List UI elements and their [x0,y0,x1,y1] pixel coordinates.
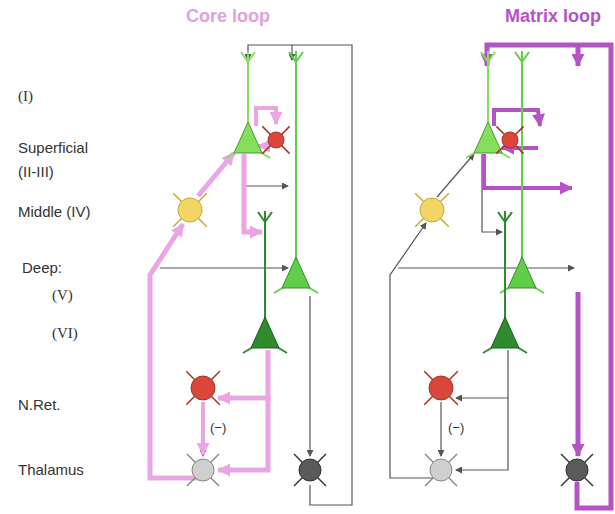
stellate-neuron [262,126,289,153]
dendrite-tuft [289,52,296,62]
dendrite-tuft [265,212,272,222]
core-pathway [256,108,276,126]
matrix-pathway [576,292,581,456]
structure-label: N.Ret. [18,393,61,417]
apical-dendrite [504,222,506,321]
thin-connection [390,223,441,478]
matrix-pathway [484,154,572,188]
pyramidal-neuron [243,211,287,353]
layer-label: Middle (IV) [18,200,91,224]
apical-dendrite [487,62,489,126]
layer-label: Deep: [22,256,62,280]
cell-body [192,459,214,481]
apical-dendrite [247,62,249,126]
thin-connection [309,296,310,456]
matrix-pathway [576,45,581,66]
stellate-neuron [424,371,458,405]
cell-body [191,376,215,400]
matrix-pathway [494,110,540,126]
dendrite-tuft [258,212,265,222]
dendrite-tuft [248,52,255,62]
stellate-neuron [294,454,326,486]
panel-title: Matrix loop [505,4,601,28]
cell-body [282,257,310,288]
cell-body [234,122,262,153]
dendrite-tuft [505,212,512,222]
dendrite-tuft [515,52,522,62]
dendrite-tuft [522,52,529,62]
inhibition-sign: (−) [448,416,464,440]
inhibition-sign: (−) [210,416,226,440]
cell-body [491,317,519,348]
layer-label: (VI) [52,321,78,345]
cell-body [420,198,444,222]
cell-body [429,376,453,400]
pyramidal-neuron [226,51,270,158]
thin-connection [244,185,288,186]
thin-connection [248,45,352,505]
pyramidal-neuron [274,51,318,293]
structure-label: Thalamus [18,458,84,482]
cell-body [299,459,321,481]
dendrite-tuft [498,212,505,222]
dendrite-tuft [264,211,266,222]
apical-dendrite [521,62,523,261]
thin-connection [437,154,474,197]
cell-body [502,132,518,148]
core-pathway [198,153,234,196]
thin-connection [398,267,574,268]
stellate-neuron [496,126,523,153]
thin-connection [456,350,508,398]
stellate-neuron [186,371,220,405]
dendrite-tuft [521,51,523,62]
stellate-neuron [187,454,219,486]
cell-body [430,459,452,481]
dendrite-tuft [481,52,488,62]
dendrite-tuft [241,52,248,62]
stellate-neuron [561,454,593,486]
core-pathway [201,402,205,455]
panel-title: Core loop [186,4,270,28]
dendrite-tuft [487,51,489,62]
cell-body [508,257,536,288]
matrix-pathway [487,45,611,508]
layer-label: (V) [52,283,73,307]
dendrite-tuft [296,52,303,62]
pyramidal-neuron [483,211,527,353]
dendrite-tuft [488,52,495,62]
layer-label: (I) [18,84,33,108]
layer-label: Superficial (II-III) [18,136,110,184]
core-pathway [150,224,203,478]
core-pathway [218,350,268,398]
thin-connection [440,402,441,456]
apical-dendrite [295,62,297,261]
dendrite-tuft [295,51,297,62]
dendrite-tuft [247,51,249,62]
cell-body [566,459,588,481]
apical-dendrite [264,222,266,321]
cell-body [178,198,202,222]
thin-connection [202,402,203,456]
thin-connection [160,267,288,268]
stellate-neuron [415,193,449,227]
cell-body [268,132,284,148]
pyramidal-neuron [500,51,544,293]
dendrite-tuft [504,211,506,222]
core-pathway [244,154,262,232]
stellate-neuron [173,193,207,227]
stellate-neuron [425,454,457,486]
cell-body [251,317,279,348]
cell-body [474,122,502,153]
